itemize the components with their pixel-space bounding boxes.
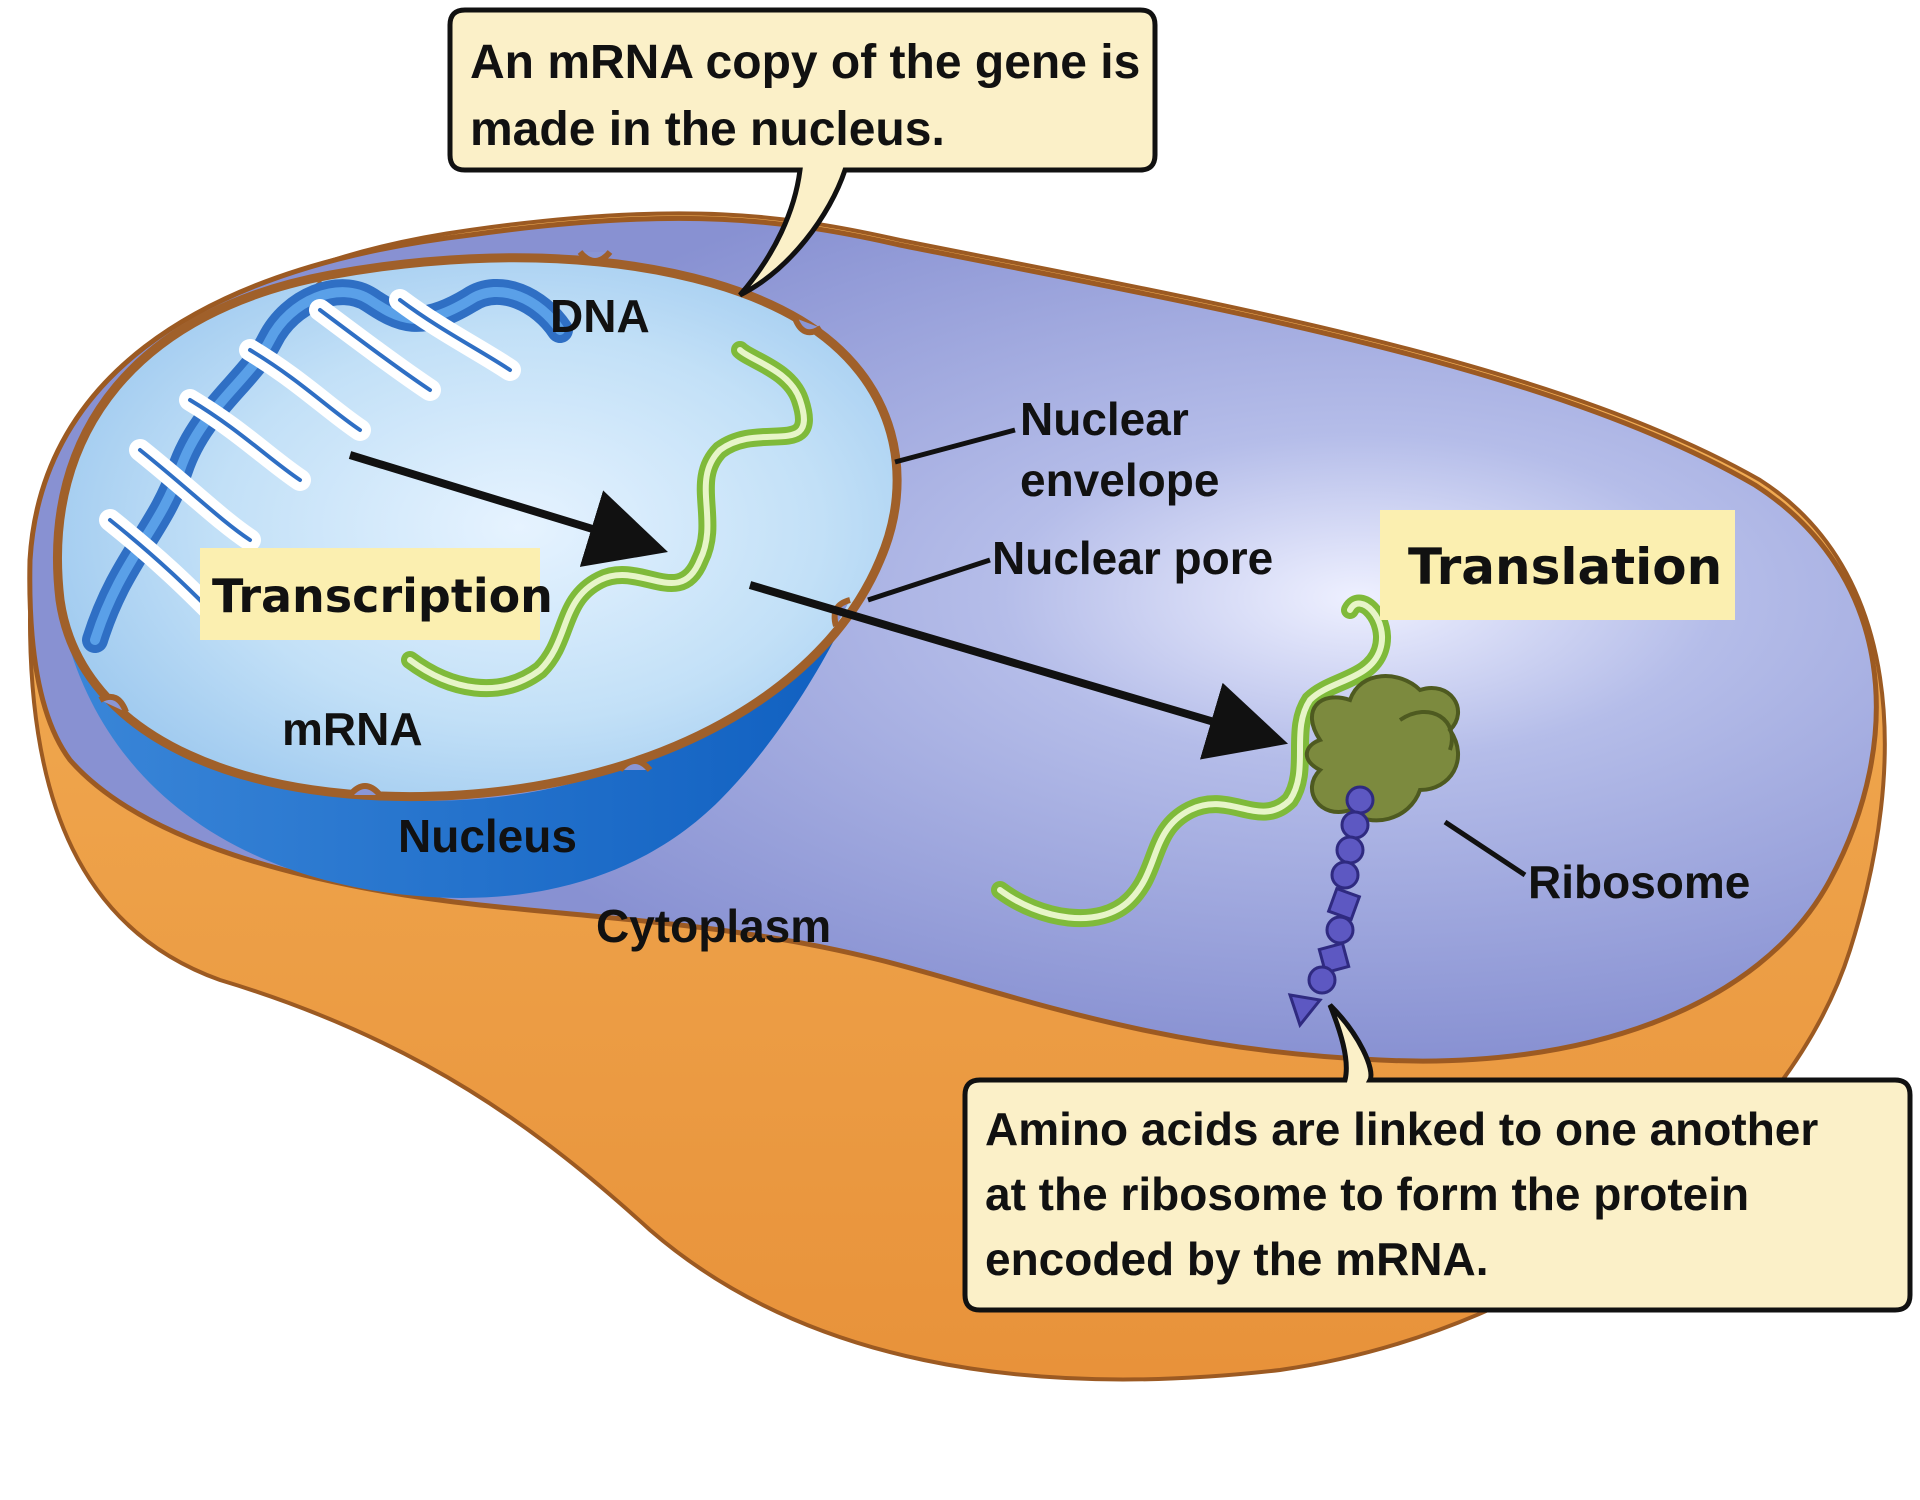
export-arrow — [748, 581, 1289, 760]
top-callout-line-2: made in the nucleus. — [470, 103, 945, 156]
nuclear-envelope-label-line-2: envelope — [1020, 454, 1219, 506]
cytoplasm-label: Cytoplasm — [596, 900, 831, 952]
transcription-box: Transcription — [200, 548, 553, 640]
nucleus-side — [60, 520, 870, 898]
translation-box: Translation — [1380, 510, 1735, 620]
svg-text:Amino acids are linked to one: Amino acids are linked to one another at… — [985, 1103, 1831, 1285]
dna-helix-icon — [82, 278, 573, 653]
transcription-arrow — [348, 451, 668, 567]
bottom-callout-line-2: at the ribosome to form the protein — [985, 1168, 1749, 1220]
bottom-callout-line-1: Amino acids are linked to one another — [985, 1103, 1818, 1155]
bottom-callout: Amino acids are linked to one another at… — [962, 1003, 1913, 1313]
svg-text:An mRNA copy of the gene is: An mRNA copy of the gene is made in the … — [470, 36, 1154, 156]
nucleus-label: Nucleus — [398, 810, 577, 862]
transcription-label: Transcription — [212, 569, 553, 623]
nucleus — [52, 253, 902, 802]
dna-label: DNA — [550, 290, 650, 342]
top-callout-line-1: An mRNA copy of the gene is — [470, 36, 1140, 89]
svg-text:Nuclear envelope: Nuclear envelope — [1020, 393, 1219, 506]
leader-nuclear-envelope — [894, 427, 1016, 465]
ribosome-label: Ribosome — [1528, 856, 1750, 908]
bottom-callout-line-3: encoded by the mRNA. — [985, 1233, 1489, 1285]
amino-acid-chain-icon — [1287, 785, 1375, 1029]
leader-ribosome — [1443, 819, 1527, 878]
nuclear-envelope-label-line-1: Nuclear — [1020, 393, 1189, 445]
leader-nuclear-pore — [867, 557, 991, 603]
mrna-label: mRNA — [282, 703, 423, 755]
ribosome-icon — [1304, 674, 1461, 823]
nuclear-pore-label: Nuclear pore — [992, 532, 1273, 584]
translation-label: Translation — [1408, 538, 1722, 596]
top-callout: An mRNA copy of the gene is made in the … — [447, 7, 1158, 298]
